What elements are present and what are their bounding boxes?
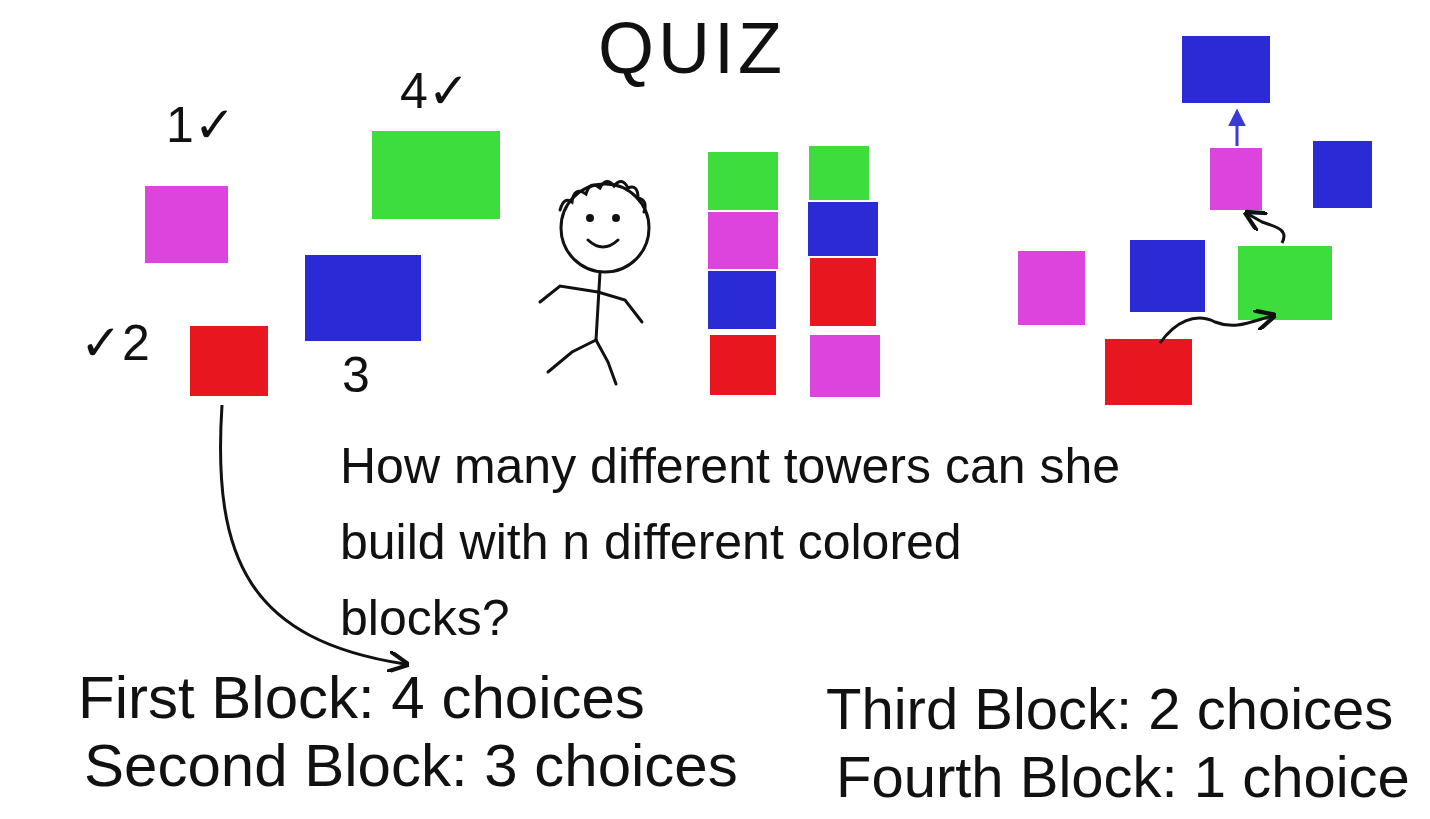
spare-block [1018, 251, 1085, 325]
tower-block [1182, 36, 1270, 103]
tower-block [1210, 148, 1262, 210]
magenta-block [145, 186, 228, 263]
blue-block [305, 255, 421, 341]
step-note: Third Block: 2 choices [826, 680, 1393, 738]
tower-block [710, 335, 776, 395]
green-block [372, 131, 500, 219]
callout-number: 4✓ [400, 66, 470, 116]
stick-figure [540, 181, 649, 384]
spare-block [1313, 141, 1372, 208]
tower-block [1238, 246, 1332, 320]
figure-arm [598, 292, 642, 322]
tower-block [810, 335, 880, 397]
figure-body [596, 272, 600, 340]
tower-block [708, 212, 778, 269]
tower-block [809, 146, 869, 200]
move-arrow [1236, 112, 1239, 146]
tower-block [1105, 339, 1192, 405]
step-note: Fourth Block: 1 choice [836, 748, 1410, 806]
figure-smile [588, 240, 618, 247]
figure-eye [614, 216, 619, 221]
tower-block [810, 258, 876, 326]
step-note: First Block: 4 choices [78, 668, 645, 728]
red-block [190, 326, 268, 396]
step-note: Second Block: 3 choices [84, 736, 738, 796]
figure-eye [588, 216, 593, 221]
spare-block [1130, 240, 1205, 312]
tower-block [808, 202, 878, 256]
tower-block [708, 271, 776, 329]
callout-number: ✓2 [80, 318, 150, 368]
callout-number: 3 [342, 350, 370, 400]
callout-number: 1✓ [166, 100, 236, 150]
tower-block [708, 152, 778, 210]
move-arrow [1160, 316, 1272, 343]
move-arrow [1248, 214, 1284, 243]
figure-leg [596, 340, 616, 384]
question-text: How many different towers can she build … [340, 428, 1140, 656]
figure-arm [540, 286, 598, 302]
figure-leg [548, 340, 596, 372]
figure-hair [560, 181, 645, 212]
quiz-title: QUIZ [598, 12, 786, 84]
